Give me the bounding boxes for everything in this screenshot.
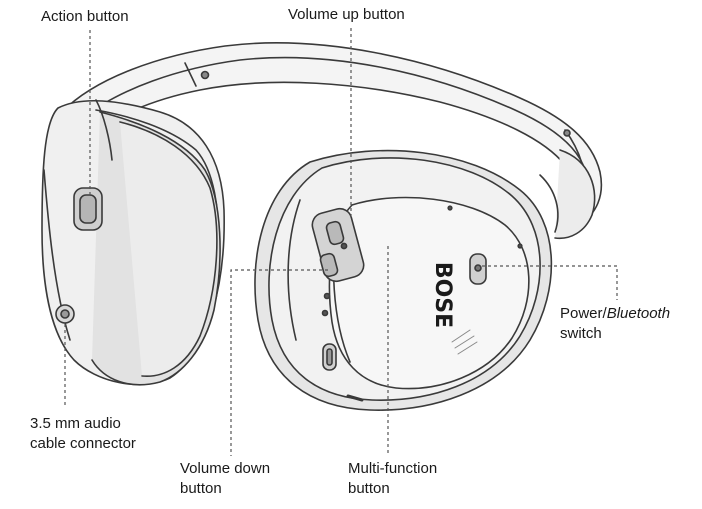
right-earcup (254, 149, 553, 411)
audio-cable-connector-label: 3.5 mm audio cable connector (30, 415, 136, 452)
volume-down-button-label: Volume down button (180, 460, 271, 497)
volume-down-leader (230, 269, 328, 456)
volume-up-button-label: Volume up button (288, 6, 405, 23)
right-yoke (539, 149, 596, 240)
brand-logo: BOSE (430, 262, 455, 328)
left-earcup (41, 99, 225, 386)
power-switch-label-line1: Power/Bluetooth (560, 305, 671, 322)
multi-function-button-label: Multi-function button (348, 460, 438, 497)
power-switch-leader (482, 265, 618, 300)
power-bluetooth-switch-label: Power/Bluetooth switch (560, 305, 671, 342)
action-button-label: Action button (41, 8, 129, 25)
